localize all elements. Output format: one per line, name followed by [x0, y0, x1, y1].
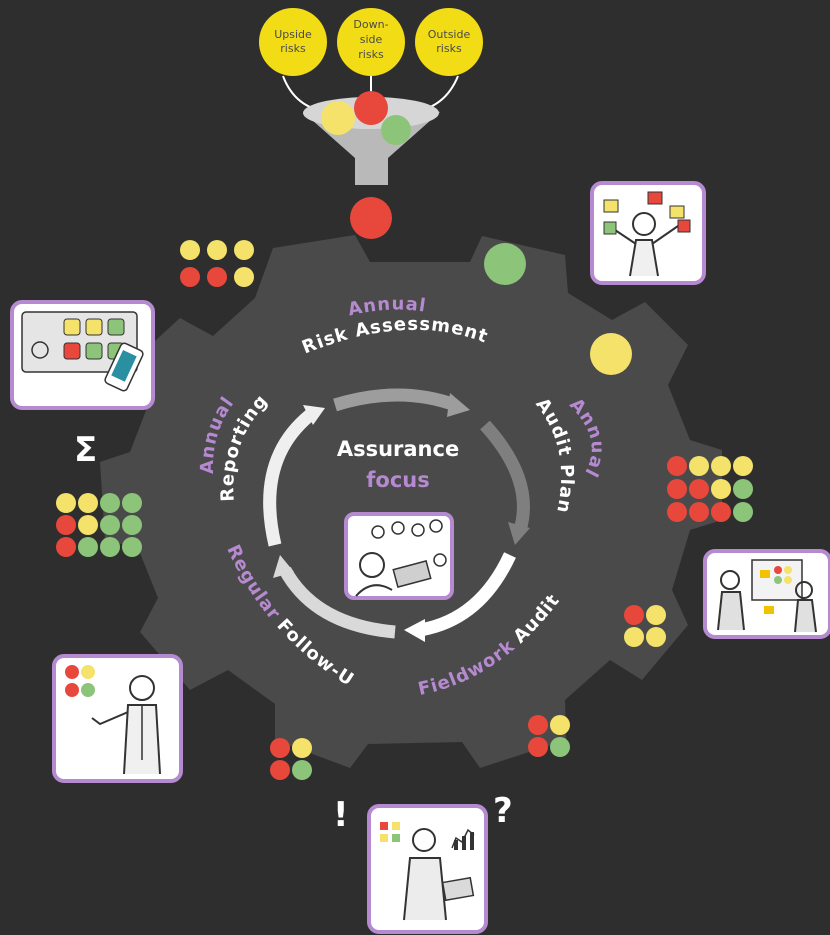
arrowhead-bottom-left: [273, 555, 294, 578]
funnel-ball-green: [381, 115, 411, 145]
gear-body: [100, 235, 722, 768]
exclamation-mark: !: [333, 795, 349, 835]
funnel-output-red: [350, 197, 392, 239]
arrow-bottom-right: [418, 552, 516, 637]
gear: [100, 235, 722, 768]
laptop-person-icon: [367, 804, 488, 934]
dots-top-left: [180, 240, 254, 287]
arrow-bottom-left: [279, 566, 396, 639]
arrowhead-bottom-right: [404, 619, 425, 642]
presenting-man-icon: [52, 654, 183, 783]
upside-risks-bubble: [259, 8, 327, 76]
downside-risks-label: Down-side risks: [353, 18, 388, 61]
funnel-ball-yellow: [321, 101, 355, 135]
arrowhead-top: [447, 393, 470, 417]
dots-left: [56, 493, 142, 557]
dot-green: [484, 243, 526, 285]
tablet-person-icon: [344, 512, 454, 600]
downside-risks-bubble: [337, 8, 405, 76]
arrow-left: [263, 409, 315, 547]
funnel-input-line: Down-: [353, 18, 388, 31]
arrow-right: [480, 420, 530, 532]
sum-symbol: Σ: [74, 430, 97, 470]
dots-right-small: [624, 605, 666, 647]
center-title: Assurance: [337, 437, 459, 461]
funnel-input-line: Upside: [274, 28, 312, 41]
dashboard-phone-icon: [10, 300, 155, 410]
arrow-top: [333, 388, 458, 412]
question-mark: ?: [493, 791, 513, 831]
cycle-arrows: [263, 388, 530, 642]
dots-bottom-left: [270, 738, 312, 780]
presenter-person-icon: [703, 549, 830, 639]
dot-yellow: [590, 333, 632, 375]
funnel-input-line: risks: [280, 42, 306, 55]
funnel-input-line: risks: [436, 42, 462, 55]
outside-risks-bubble: [415, 8, 483, 76]
juggler-person-icon: [590, 181, 706, 285]
dots-bottom-right: [528, 715, 570, 757]
funnel-input-line: Outside: [428, 28, 471, 41]
funnel-input-line: side: [360, 33, 383, 46]
dots-right: [667, 456, 753, 522]
arrowhead-right: [508, 522, 530, 545]
arrowhead-left: [303, 405, 325, 425]
funnel-input-line: risks: [358, 48, 384, 61]
funnel-ball-red: [354, 91, 388, 125]
center-subtitle: focus: [366, 468, 429, 492]
